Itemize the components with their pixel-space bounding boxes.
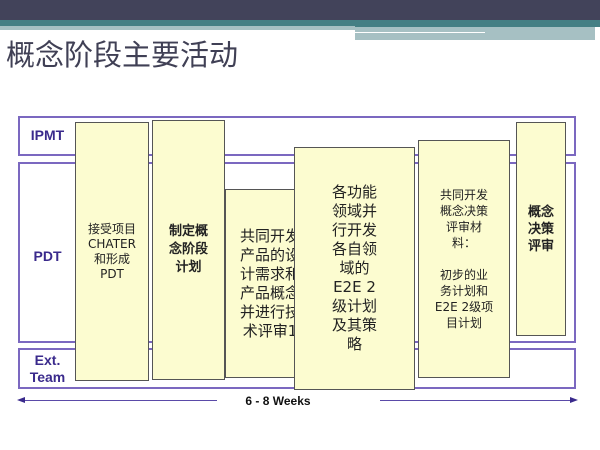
header-teal-strip <box>0 20 600 27</box>
activity-box-2: 制定概 念阶段 计划 <box>152 120 225 380</box>
arrowhead-right-icon <box>570 397 578 403</box>
header-light-strip-right <box>355 27 595 40</box>
activity-box-5: 共同开发 概念决策 评审材 料： 初步的业 务计划和 E2E 2级项 目计划 <box>418 140 510 378</box>
activity-box-1: 接受项目 CHATER 和形成 PDT <box>75 122 149 381</box>
row-label-ext-team: Ext. Team <box>29 352 66 385</box>
timeline-arrow-right <box>380 400 572 401</box>
timeline-arrow-left <box>22 400 217 401</box>
arrowhead-left-icon <box>17 397 25 403</box>
duration-label: 6 - 8 Weeks <box>245 394 311 408</box>
activity-box-4: 各功能 领域并 行开发 各自领 域的 E2E 2 级计划 及其策 略 <box>294 147 415 390</box>
header-bar <box>0 0 600 20</box>
row-label-pdt: PDT <box>33 248 62 264</box>
header-light-strip <box>0 26 355 30</box>
row-label-ipmt: IPMT <box>30 127 65 143</box>
page-title: 概念阶段主要活动 <box>6 38 239 72</box>
activity-box-6: 概念 决策 评审 <box>516 122 566 336</box>
